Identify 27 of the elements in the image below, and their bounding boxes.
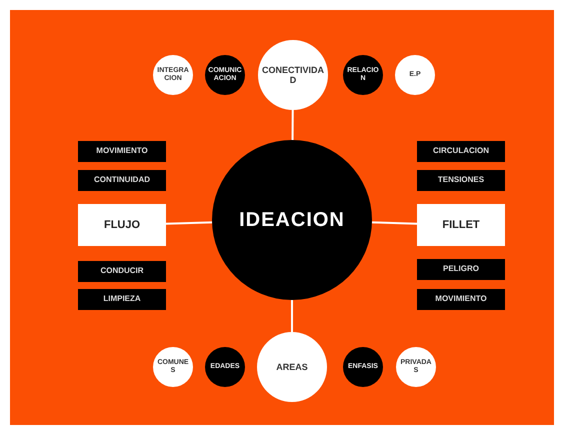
node-label: FLUJO: [104, 218, 140, 232]
label-box: [78, 260, 166, 282]
label-box: [417, 288, 505, 310]
label-box: [78, 288, 166, 310]
node-label: CONTINUIDAD: [94, 175, 150, 185]
connector-line: [166, 221, 212, 225]
label-box: [417, 140, 505, 162]
node-label: TENSIONES: [438, 175, 484, 185]
label-box: [417, 258, 505, 280]
connector-line: [372, 221, 418, 225]
connector-line: [291, 300, 293, 332]
label-box: [417, 204, 505, 246]
node-label: IDEACION: [239, 208, 345, 232]
connector-line: [292, 110, 294, 140]
node-label: FILLET: [442, 218, 480, 232]
node-label: MOVIMIENTO: [96, 146, 148, 156]
node-label: CIRCULACION: [433, 146, 489, 156]
node-label: CONDUCIR: [100, 266, 144, 276]
node-label: LIMPIEZA: [103, 294, 141, 304]
node-label: AREAS: [276, 362, 308, 372]
label-box: [78, 140, 166, 162]
label-box: [417, 170, 505, 190]
node-label: CONECTIVIDAD: [261, 64, 325, 86]
label-box: [78, 170, 166, 190]
node-label: PELIGRO: [442, 264, 479, 274]
label-box: [78, 204, 166, 246]
node-label: MOVIMIENTO: [435, 294, 487, 304]
